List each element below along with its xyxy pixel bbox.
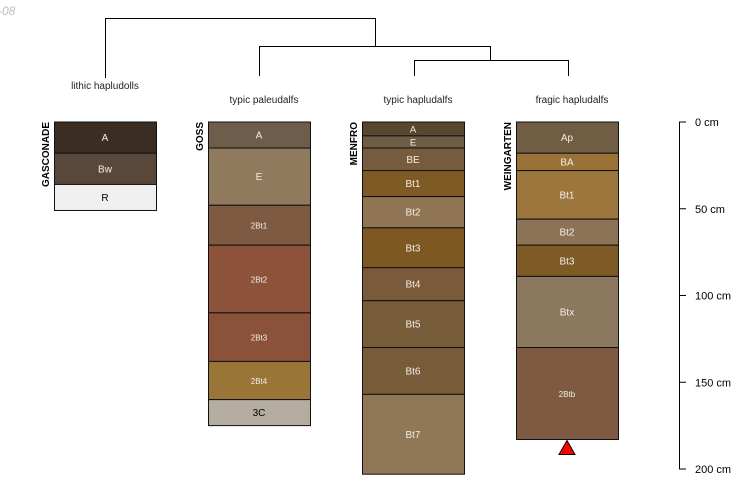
dendrogram-branch-2 — [414, 60, 569, 76]
truncation-marker-icon — [558, 439, 576, 456]
horizon-label: A — [256, 131, 263, 142]
horizon-label: Bt7 — [405, 430, 420, 441]
dendrogram-branch-1 — [259, 46, 491, 76]
horizon-3C[interactable] — [208, 399, 311, 427]
profile-name: MENFRO — [349, 122, 360, 166]
horizon-label: E — [410, 137, 416, 148]
horizon-label: Bt3 — [559, 256, 574, 267]
profile-name: WEINGARTEN — [503, 122, 514, 190]
horizon-2Bt4[interactable] — [208, 360, 311, 401]
horizon-2Btb[interactable] — [516, 347, 619, 441]
horizon-label: A — [102, 133, 109, 144]
horizon-label: BE — [406, 155, 420, 166]
horizon-Bt7[interactable] — [362, 393, 465, 475]
horizon-label: 2Bt2 — [251, 276, 268, 285]
horizon-Bt3[interactable] — [362, 227, 465, 269]
horizon-Bt1[interactable] — [516, 170, 619, 220]
profile-name: GASCONADE — [41, 122, 52, 187]
horizon-label: E — [256, 172, 263, 183]
taxon-label: typic hapludalfs — [384, 95, 453, 106]
horizon-Bt2[interactable] — [516, 218, 619, 246]
horizon-label: Ap — [561, 133, 574, 144]
horizon-label: Bt4 — [405, 280, 420, 291]
horizon-Bt1[interactable] — [362, 170, 465, 198]
dendrogram — [105, 18, 569, 78]
corner-label: -08 — [0, 4, 16, 18]
horizon-R[interactable] — [54, 183, 157, 211]
horizon-E[interactable] — [208, 147, 311, 206]
horizon-label: 2Bt4 — [251, 377, 268, 386]
horizon-2Bt2[interactable] — [208, 244, 311, 314]
horizon-Ap[interactable] — [516, 121, 619, 154]
horizon-label: 2Btb — [559, 390, 576, 399]
horizon-label: Bt2 — [559, 228, 574, 239]
horizon-label: Bt5 — [405, 320, 420, 331]
horizon-label: Bt1 — [559, 190, 574, 201]
horizon-label: Bt2 — [405, 208, 420, 219]
dendrogram-root — [105, 18, 376, 78]
horizon-label: Bw — [98, 164, 113, 175]
horizon-Bt5[interactable] — [362, 300, 465, 349]
horizon-Btx[interactable] — [516, 275, 619, 349]
horizon-A[interactable] — [54, 121, 157, 154]
horizon-label: Bt3 — [405, 243, 420, 254]
horizon-label: A — [410, 124, 417, 135]
horizon-2Bt1[interactable] — [208, 204, 311, 246]
horizon-label: 3C — [253, 408, 266, 419]
horizon-label: Bt6 — [405, 366, 420, 377]
taxon-label: typic paleudalfs — [230, 95, 299, 106]
taxon-label: fragic hapludalfs — [536, 95, 609, 106]
depth-tick-label: 0 cm — [695, 117, 719, 129]
horizon-label: R — [101, 193, 108, 204]
horizon-label: Btx — [560, 307, 574, 318]
horizon-A[interactable] — [208, 121, 311, 149]
depth-tick-label: 200 cm — [695, 464, 731, 476]
horizon-Bt4[interactable] — [362, 267, 465, 302]
horizon-label: 2Bt3 — [251, 334, 268, 343]
depth-tick-label: 150 cm — [695, 377, 731, 389]
taxon-label: lithic hapludolls — [71, 81, 139, 92]
depth-tick-label: 50 cm — [695, 204, 725, 216]
horizon-2Bt3[interactable] — [208, 312, 311, 362]
horizon-label: Bt1 — [405, 179, 420, 190]
depth-tick-label: 100 cm — [695, 291, 731, 303]
horizon-label: 2Bt1 — [251, 222, 268, 231]
profile-name: GOSS — [195, 122, 206, 151]
horizon-label: BA — [560, 157, 574, 168]
horizon-Bt6[interactable] — [362, 347, 465, 395]
horizon-Bt2[interactable] — [362, 196, 465, 229]
